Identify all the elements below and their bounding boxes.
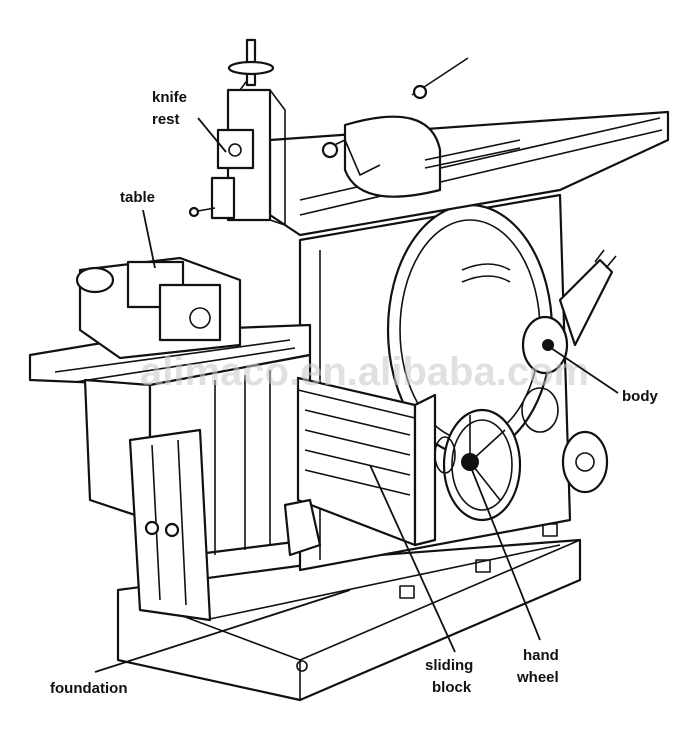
label-hand-wheel-line1: hand [523,647,559,664]
hand-wheel [434,408,522,522]
hand-wheel-pointer [469,464,541,641]
body-gear-assembly [521,249,617,433]
label-table: table [120,189,155,206]
sliding-block [296,376,437,547]
label-sliding-block-line1: sliding [425,657,473,674]
lower-legs [128,428,322,622]
watermark-text: alimaco.en.alibaba.com [140,350,589,394]
knife-rest [188,38,286,226]
knife-rest-pointer [197,117,227,153]
table-pointer [142,209,156,269]
label-sliding-block-line2: block [432,679,472,696]
body-pointer [547,345,619,394]
label-knife-rest-line1: knife [152,89,187,106]
label-knife-rest-line2: rest [152,111,180,128]
label-body: body [622,388,658,405]
sliding-block-pointer [369,464,456,653]
label-foundation: foundation [50,680,127,697]
foundation-pointer [94,589,351,673]
label-hand-wheel-line2: wheel [516,669,559,686]
ram [268,57,670,237]
